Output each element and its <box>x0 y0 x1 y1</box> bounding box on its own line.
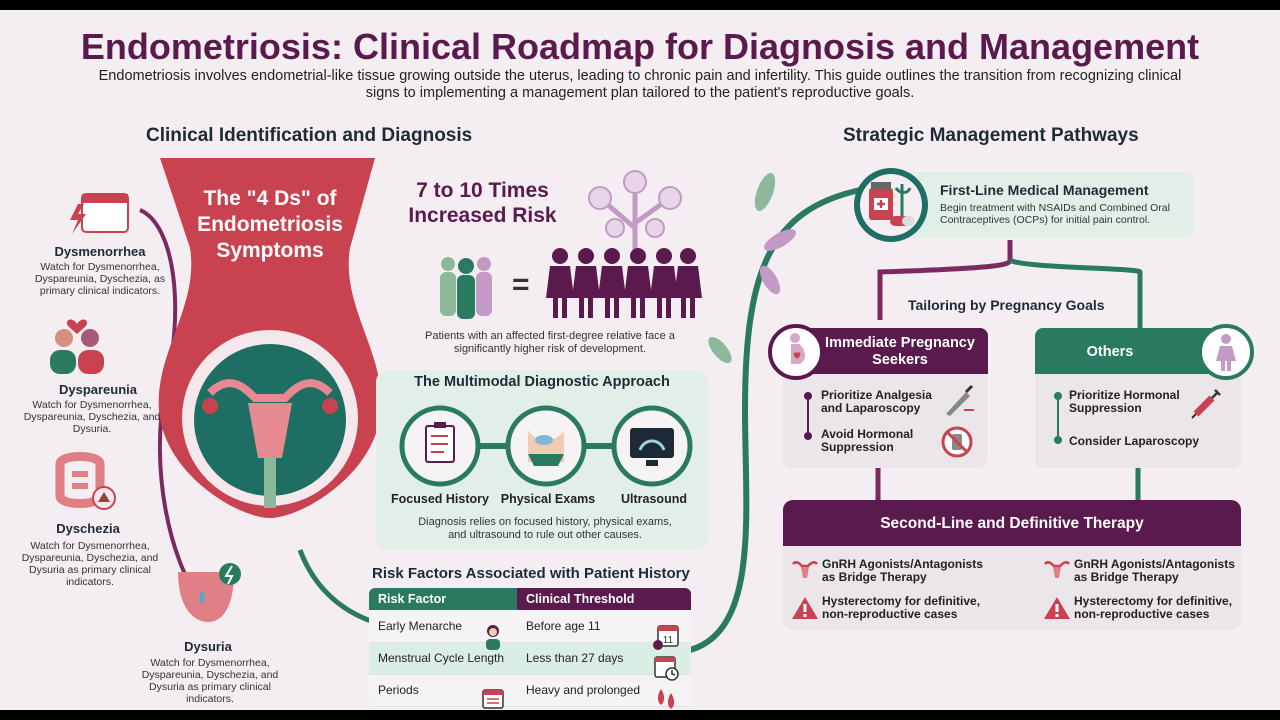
first-line-title: First-Line Medical Management <box>940 182 1149 198</box>
others-item: Prioritize Hormonal Suppression <box>1069 388 1180 415</box>
risk-table: Risk Factor Clinical Threshold Early Men… <box>369 588 691 707</box>
second-line-title: Second-Line and Definitive Therapy <box>880 515 1144 532</box>
timeline-connector <box>804 392 812 440</box>
second-line-item: GnRH Agonists/Antagonists as Bridge Ther… <box>1074 557 1235 584</box>
calendar-lightning-icon <box>68 186 132 236</box>
calendar-clock-icon <box>652 654 680 682</box>
warning-icon <box>790 595 820 621</box>
immediate-title: Immediate Pregnancy Seekers <box>825 335 975 368</box>
girl-icon <box>483 624 503 650</box>
diagnostic-steps-graphic <box>399 405 693 487</box>
second-line-header <box>783 500 1241 546</box>
right-section-heading: Strategic Management Pathways <box>843 125 1139 146</box>
infographic: Endometriosis: Clinical Roadmap for Diag… <box>0 10 1280 710</box>
immediate-header <box>800 328 988 374</box>
table-cell: Menstrual Cycle Length <box>378 651 505 665</box>
risk-headline: 7 to 10 Times Increased Risk <box>408 179 557 227</box>
medication-icon <box>852 166 930 244</box>
people-group-icon <box>440 257 492 319</box>
page-title: Endometriosis: Clinical Roadmap for Diag… <box>80 26 1200 67</box>
page-subtitle: Endometriosis involves endometrial-like … <box>98 68 1182 101</box>
uterus-icon <box>790 558 820 582</box>
immediate-item: Avoid Hormonal Suppression <box>821 427 914 454</box>
no-hormones-icon <box>940 425 974 459</box>
pregnant-woman-icon <box>768 324 824 380</box>
calendar-age-icon: 11 <box>652 623 680 651</box>
couple-broken-heart-icon <box>44 312 110 376</box>
others-header <box>1035 328 1221 374</box>
symptom-name: Dysuria <box>184 639 232 654</box>
risk-table-title: Risk Factors Associated with Patient His… <box>372 565 690 582</box>
table-cell: Heavy and prolonged <box>526 683 641 697</box>
others-item: Consider Laparoscopy <box>1069 434 1200 448</box>
symptom-name: Dyschezia <box>56 521 120 536</box>
second-line-item: Hysterectomy for definitive, non-reprodu… <box>822 594 981 621</box>
first-line-desc: Begin treatment with NSAIDs and Combined… <box>940 202 1170 226</box>
women-group-icon <box>546 248 702 318</box>
table-cell: Periods <box>378 683 419 697</box>
table-row: Early Menarche Before age 11 <box>369 610 691 643</box>
table-cell: Before age 11 <box>526 618 601 633</box>
table-header: Risk Factor <box>369 588 517 610</box>
table-cell: Less than 27 days <box>526 651 624 665</box>
symptom-desc: Watch for Dysmenorrhea, Dyspareunia, Dys… <box>141 657 279 705</box>
scalpel-icon <box>940 384 976 420</box>
uterus-icon <box>1042 558 1072 582</box>
symptom-desc: Watch for Dysmenorrhea, Dyspareunia, Dys… <box>23 399 161 435</box>
tailoring-label: Tailoring by Pregnancy Goals <box>908 297 1105 313</box>
syringe-icon <box>1188 386 1224 422</box>
calendar-badge: 11 <box>663 635 674 646</box>
table-row: Periods Heavy and prolonged <box>369 674 691 707</box>
immediate-item: Prioritize Analgesia and Laparoscopy <box>821 388 932 415</box>
bladder-icon <box>172 560 244 626</box>
table-row: Menstrual Cycle Length Less than 27 days <box>369 642 691 675</box>
symptom-name: Dysmenorrhea <box>54 244 146 259</box>
first-line-panel <box>882 172 1194 238</box>
step-label: Ultrasound <box>621 492 687 506</box>
timeline-connector <box>1054 392 1062 444</box>
others-title: Others <box>1086 344 1134 360</box>
intestine-icon <box>52 450 118 512</box>
second-line-item: GnRH Agonists/Antagonists as Bridge Ther… <box>822 557 983 584</box>
four-ds-banner-shape <box>158 158 382 518</box>
table-header: Clinical Threshold <box>517 588 691 610</box>
calendar-icon <box>480 687 506 710</box>
warning-icon <box>1042 595 1072 621</box>
four-ds-banner-title: The "4 Ds" of Endometriosis Symptoms <box>197 187 343 262</box>
second-line-item: Hysterectomy for definitive, non-reprodu… <box>1074 594 1233 621</box>
symptom-desc: Watch for Dysmenorrhea, Dyspareunia, Dys… <box>21 540 159 588</box>
symptom-name: Dyspareunia <box>58 382 138 397</box>
left-section-heading: Clinical Identification and Diagnosis <box>146 125 473 146</box>
diagnostic-caption: Diagnosis relies on focused history, phy… <box>418 516 672 541</box>
blood-drops-icon <box>652 687 680 710</box>
equals-sign: = <box>512 268 530 301</box>
family-tree-icon <box>588 170 682 258</box>
step-label: Physical Exams <box>500 492 596 506</box>
woman-icon <box>1198 324 1254 380</box>
step-label: Focused History <box>391 492 489 506</box>
risk-caption: Patients with an affected first-degree r… <box>425 330 675 355</box>
diagnostic-title: The Multimodal Diagnostic Approach <box>414 374 670 390</box>
table-cell: Early Menarche <box>378 618 463 633</box>
symptom-desc: Watch for Dysmenorrhea, Dyspareunia, Dys… <box>34 261 166 297</box>
